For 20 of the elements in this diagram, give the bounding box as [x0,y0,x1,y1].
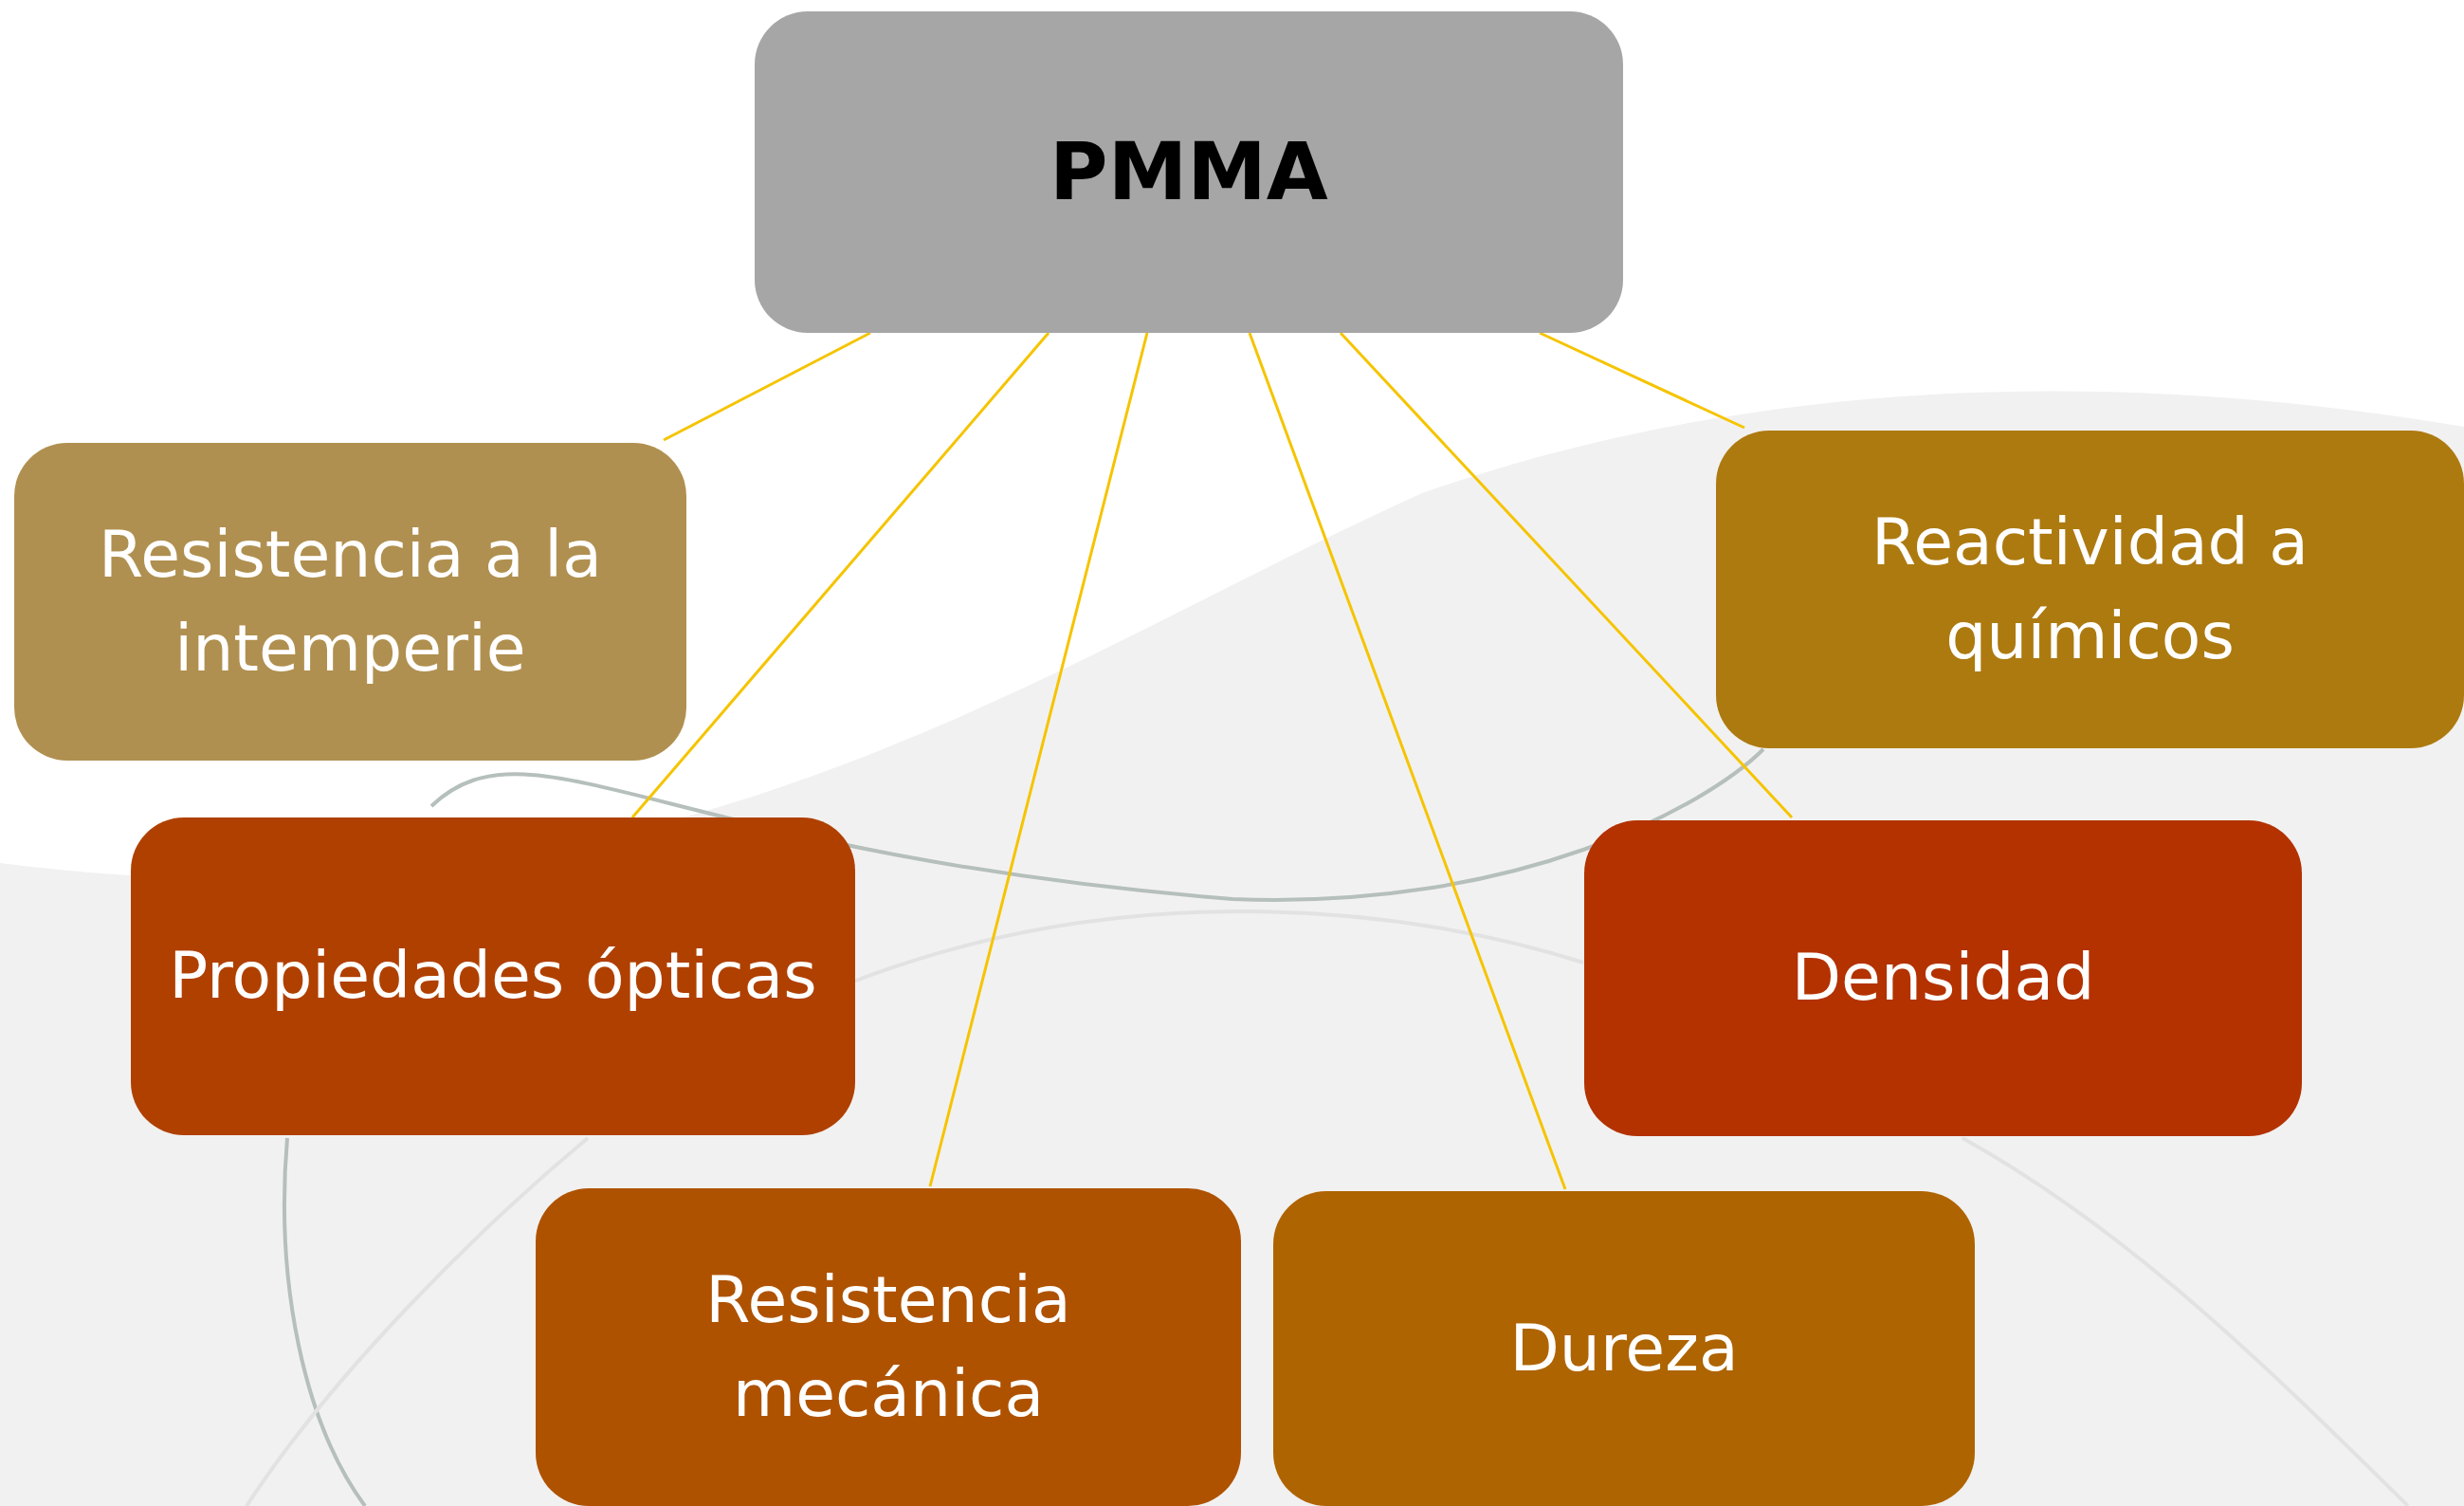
connector-line [630,332,1050,818]
box-label: Dureza [1509,1309,1739,1387]
topic-box [14,443,686,761]
topic-box [536,1188,1241,1506]
connector-line [1248,332,1567,1190]
topic-box [1584,820,2302,1136]
topic-box [755,11,1623,333]
connector-line [663,331,871,442]
topic-box [1716,431,2464,748]
box-label: Resistencia a la intemperie [98,515,603,688]
box-label: Propiedades ópticas [169,937,817,1016]
topic-box [131,817,855,1135]
connector-line [1339,331,1794,819]
topic-box [1273,1191,1975,1506]
connector-line [1539,331,1745,430]
box-label: Reactividad a químicos [1870,503,2310,675]
box-label: Densidad [1791,939,2095,1018]
box-label: PMMA [1049,123,1328,220]
box-label: Resistencia mecánica [704,1260,1072,1433]
connector-line [928,332,1149,1187]
